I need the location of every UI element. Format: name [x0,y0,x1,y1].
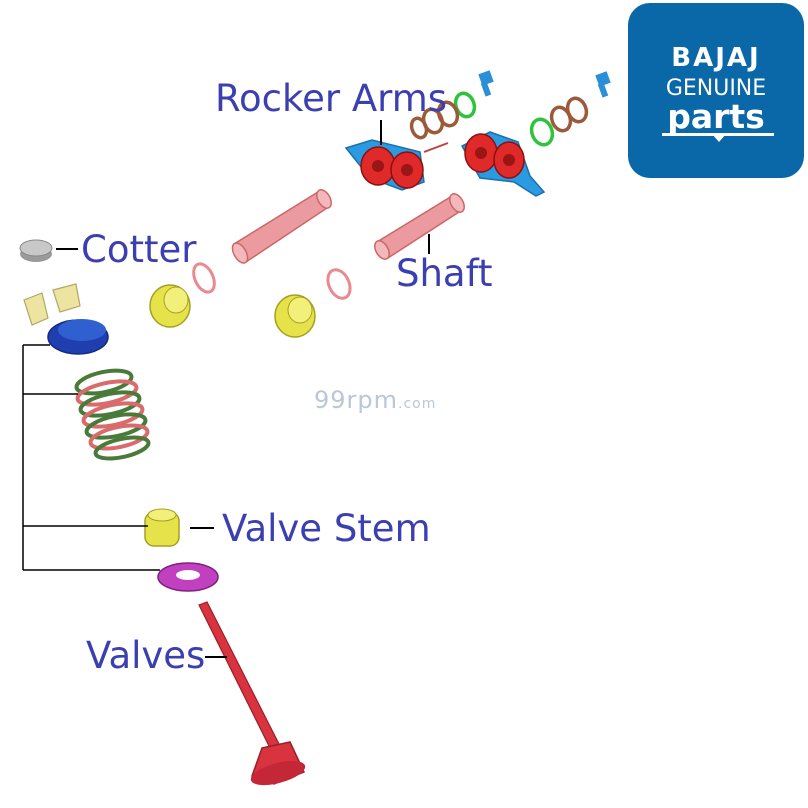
bajaj-genuine-parts-logo: BAJAJ GENUINE parts [628,3,804,178]
logo-line1: GENUINE [665,76,767,101]
valve-spring [74,368,151,461]
leader-lines [56,120,430,658]
shaft-left [231,189,332,264]
rocker-arm-right [460,131,546,197]
logo-arrow-icon [712,134,726,142]
valve-stem-seal [144,508,180,547]
spring-retainer [47,319,109,355]
label-valves: Valves [86,634,206,677]
shaft-right [374,193,465,260]
valve-spring-seat [157,562,219,592]
shaft-o-ring-right [326,268,352,300]
logo-line2: parts [667,97,765,136]
bolt-left [478,70,494,97]
watermark-main: 99rpm [314,386,399,414]
watermark: 99rpm.com [314,386,436,414]
bracket-lines [22,344,160,571]
cotter-disk [19,239,53,262]
o-rings-right [529,96,589,147]
yellow-cap-left [149,284,191,328]
valve-collets [23,283,81,326]
label-shaft: Shaft [396,252,493,295]
watermark-suffix: .com [398,396,437,412]
shaft-o-ring-left [192,262,216,294]
label-rocker-arms: Rocker Arms [215,77,448,120]
bolt-right [595,71,611,98]
o-rings-left [409,91,477,140]
label-valve-stem: Valve Stem [222,507,431,550]
logo-brand: BAJAJ [671,43,761,73]
rocker-arm-left [344,139,449,191]
yellow-cap-right [274,294,316,338]
valve [198,601,306,786]
label-cotter: Cotter [81,228,197,271]
